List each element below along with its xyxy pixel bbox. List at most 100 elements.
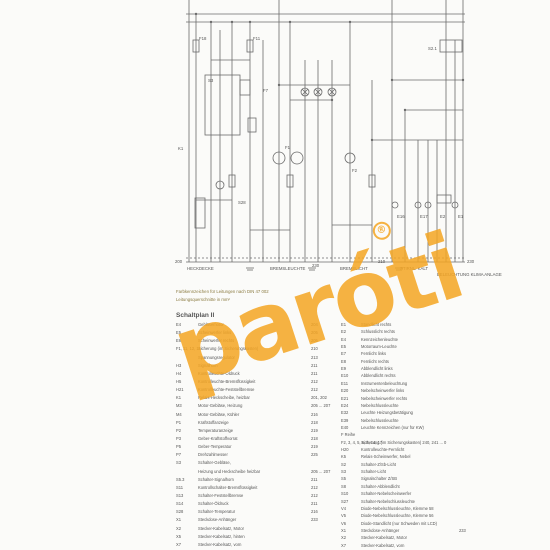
- legend-page: 205 ... 207: [311, 468, 331, 474]
- legend-code: S14: [176, 501, 184, 507]
- component-label: E17: [420, 214, 428, 219]
- legend-page: 219: [311, 427, 318, 433]
- legend-text: Gebläsemotor: [198, 322, 224, 327]
- legend-text: Schalter-Gebläse,: [198, 460, 231, 466]
- wiring-diagram: [186, 0, 465, 271]
- legend-code: E40: [341, 424, 349, 430]
- legend-code: X7: [341, 542, 347, 548]
- legend-text: Diode-Nebelschlussleuchte, Klemme 58: [361, 505, 434, 511]
- legend-code: S8: [341, 483, 347, 489]
- legend-code: H21: [176, 387, 184, 393]
- component-label: F11: [253, 36, 261, 41]
- legend-code: E32: [341, 410, 349, 416]
- legend-page: 212: [311, 379, 318, 384]
- legend-code: M4: [176, 411, 182, 417]
- ground-number-mid: 230: [312, 263, 320, 268]
- legend-text: Schalter-Nebelscheinwerfer: [361, 491, 412, 497]
- legend-page: 225: [311, 452, 318, 458]
- legend-text: Stecker-Kabelsatz, vorn: [198, 541, 242, 547]
- legend-code: V6: [341, 520, 347, 526]
- legend-page: 210: [311, 346, 318, 352]
- legend-row: E5 Motorraum-Leuchte: [341, 344, 516, 351]
- legend-text: Temperaturanzeige: [198, 427, 234, 433]
- legend-code: H3: [176, 362, 182, 368]
- legend-row: S3 Schalter-Licht: [341, 469, 516, 476]
- legend-page: 204: [311, 322, 318, 327]
- legend-code: E4: [176, 322, 182, 327]
- legend-text: Signalhorn: [198, 362, 218, 368]
- legend-page: 205 ... 207: [311, 403, 331, 409]
- legend-text: Spannungsregulator: [198, 354, 235, 360]
- legend-page: 233: [311, 517, 318, 523]
- legend-page: 212: [311, 484, 318, 490]
- legend-text: Schalter-Licht: [361, 469, 387, 475]
- legend-text: Steckdose-Anhänger: [198, 517, 237, 523]
- legend-page: 205: [311, 338, 318, 344]
- legend-code: S3: [341, 469, 347, 475]
- legend-code: X1: [176, 517, 182, 523]
- legend-text: Scheinwerfer links: [198, 330, 232, 336]
- legend-text: Motorraum-Leuchte: [361, 344, 397, 350]
- legend-code: F2, 3, 4, 5, 6, 8, 14, 17: [341, 439, 383, 445]
- legend-code: P3: [176, 436, 182, 441]
- legend-page: 211: [311, 501, 318, 507]
- legend-text: Motor-Gebläse, Heizung: [198, 403, 243, 409]
- legend-page: 218: [311, 436, 318, 441]
- legend-page: 212: [311, 387, 318, 393]
- legend-code: E4: [341, 336, 347, 342]
- legend-text: Schalter-Feststellbremse: [198, 493, 244, 498]
- legend-text: Nebelscheinwerfer links: [361, 388, 405, 394]
- component-label: F18: [199, 36, 207, 41]
- legend-code: E24: [341, 402, 349, 408]
- component-label: K1: [178, 146, 184, 151]
- location-label: BELEUCHTUNG KLIMA ANLAGE: [437, 272, 502, 277]
- legend-code: S27: [341, 498, 349, 504]
- legend-code: H5: [176, 379, 182, 384]
- legend-text: Kontrolleuchte-Bremsflüssigkeit: [198, 379, 256, 384]
- legend-row: V4 Diode-Nebelschlussleuchte, Klemme 58: [341, 506, 516, 513]
- legend-text: Abblendlicht rechts: [361, 373, 396, 379]
- legend-text: Steckdose-Anhänger: [361, 527, 400, 533]
- legend-page: 219: [311, 444, 318, 450]
- legend-text: Fernlicht rechts: [361, 358, 389, 364]
- legend-code: F Reihe: [341, 432, 356, 438]
- component-label: E2: [440, 214, 446, 219]
- legend-code: V4: [341, 505, 347, 511]
- legend-code: E7: [341, 351, 347, 357]
- legend-text: Stecker-Kabelsatz, vorn: [361, 542, 405, 548]
- legend-page: 218: [311, 419, 318, 425]
- legend-code: P2: [176, 427, 182, 433]
- component-label: F1: [285, 145, 291, 150]
- legend-text: Relais-Scheinwerfer, Nebel: [361, 454, 411, 460]
- legend-code: X2: [341, 535, 347, 541]
- legend-row: P2 Temperaturanzeige 219: [176, 428, 336, 436]
- legend-text: Kontrolleuchte-Fernlicht: [361, 447, 405, 453]
- legend-text: Signalschalter Z/SB: [361, 476, 397, 482]
- legend-code: E5: [341, 344, 347, 350]
